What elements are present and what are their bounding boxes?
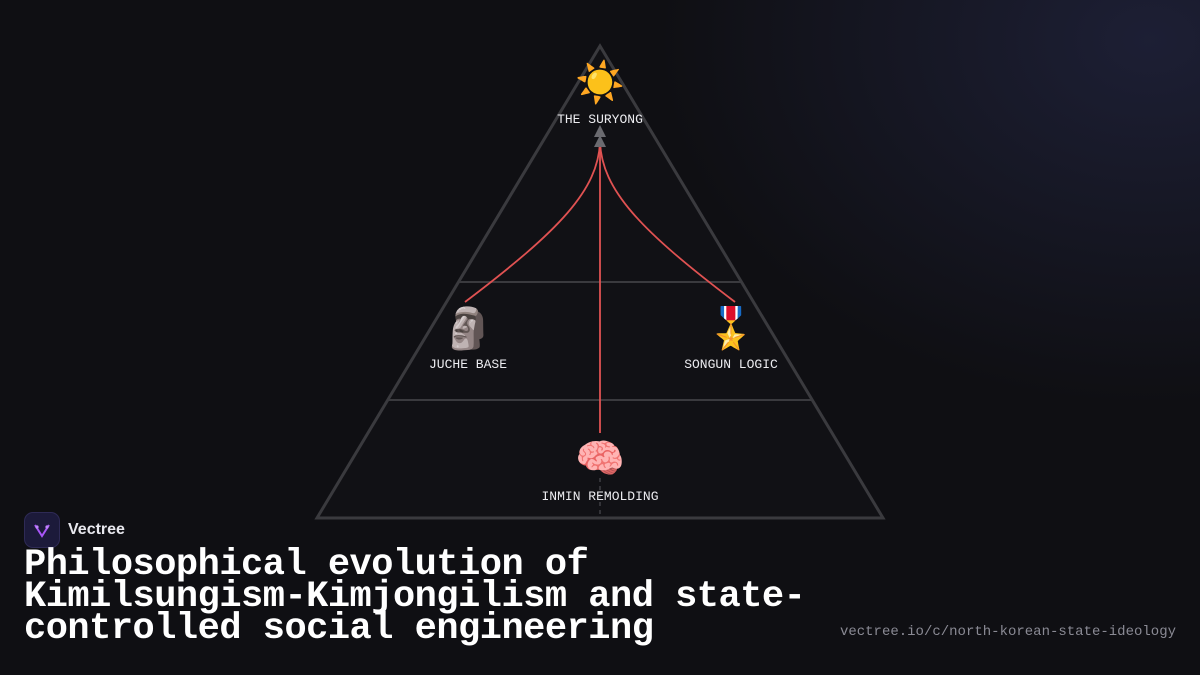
node-songun: 🎖️ SONGUN LOGIC (684, 305, 778, 372)
node-songun-label: SONGUN LOGIC (684, 357, 778, 372)
source-url[interactable]: vectree.io/c/north-korean-state-ideology (839, 624, 1176, 640)
node-suryong: ☀️ THE SURYONG (557, 58, 643, 127)
moai-statue-icon: 🗿 (443, 305, 493, 355)
node-inmin-label: INMIN REMOLDING (541, 489, 658, 504)
page-title: Philosophical evolution of Kimilsungism-… (24, 544, 806, 650)
sun-icon: ☀️ (575, 58, 625, 109)
node-suryong-label: THE SURYONG (557, 112, 643, 127)
node-juche: 🗿 JUCHE BASE (429, 305, 507, 372)
arrowhead-bottom (594, 135, 606, 147)
brand-name: Vectree (68, 521, 125, 538)
brain-icon: 🧠 (575, 438, 625, 485)
node-inmin: 🧠 INMIN REMOLDING (541, 438, 658, 504)
vectree-logo-icon (24, 512, 60, 548)
node-juche-label: JUCHE BASE (429, 357, 507, 372)
brand: Vectree (24, 512, 125, 548)
military-medal-icon: 🎖️ (706, 305, 756, 355)
edge-songun-to-suryong (599, 141, 736, 303)
arrowhead-top (594, 125, 606, 137)
edge-juche-to-suryong (464, 141, 601, 303)
